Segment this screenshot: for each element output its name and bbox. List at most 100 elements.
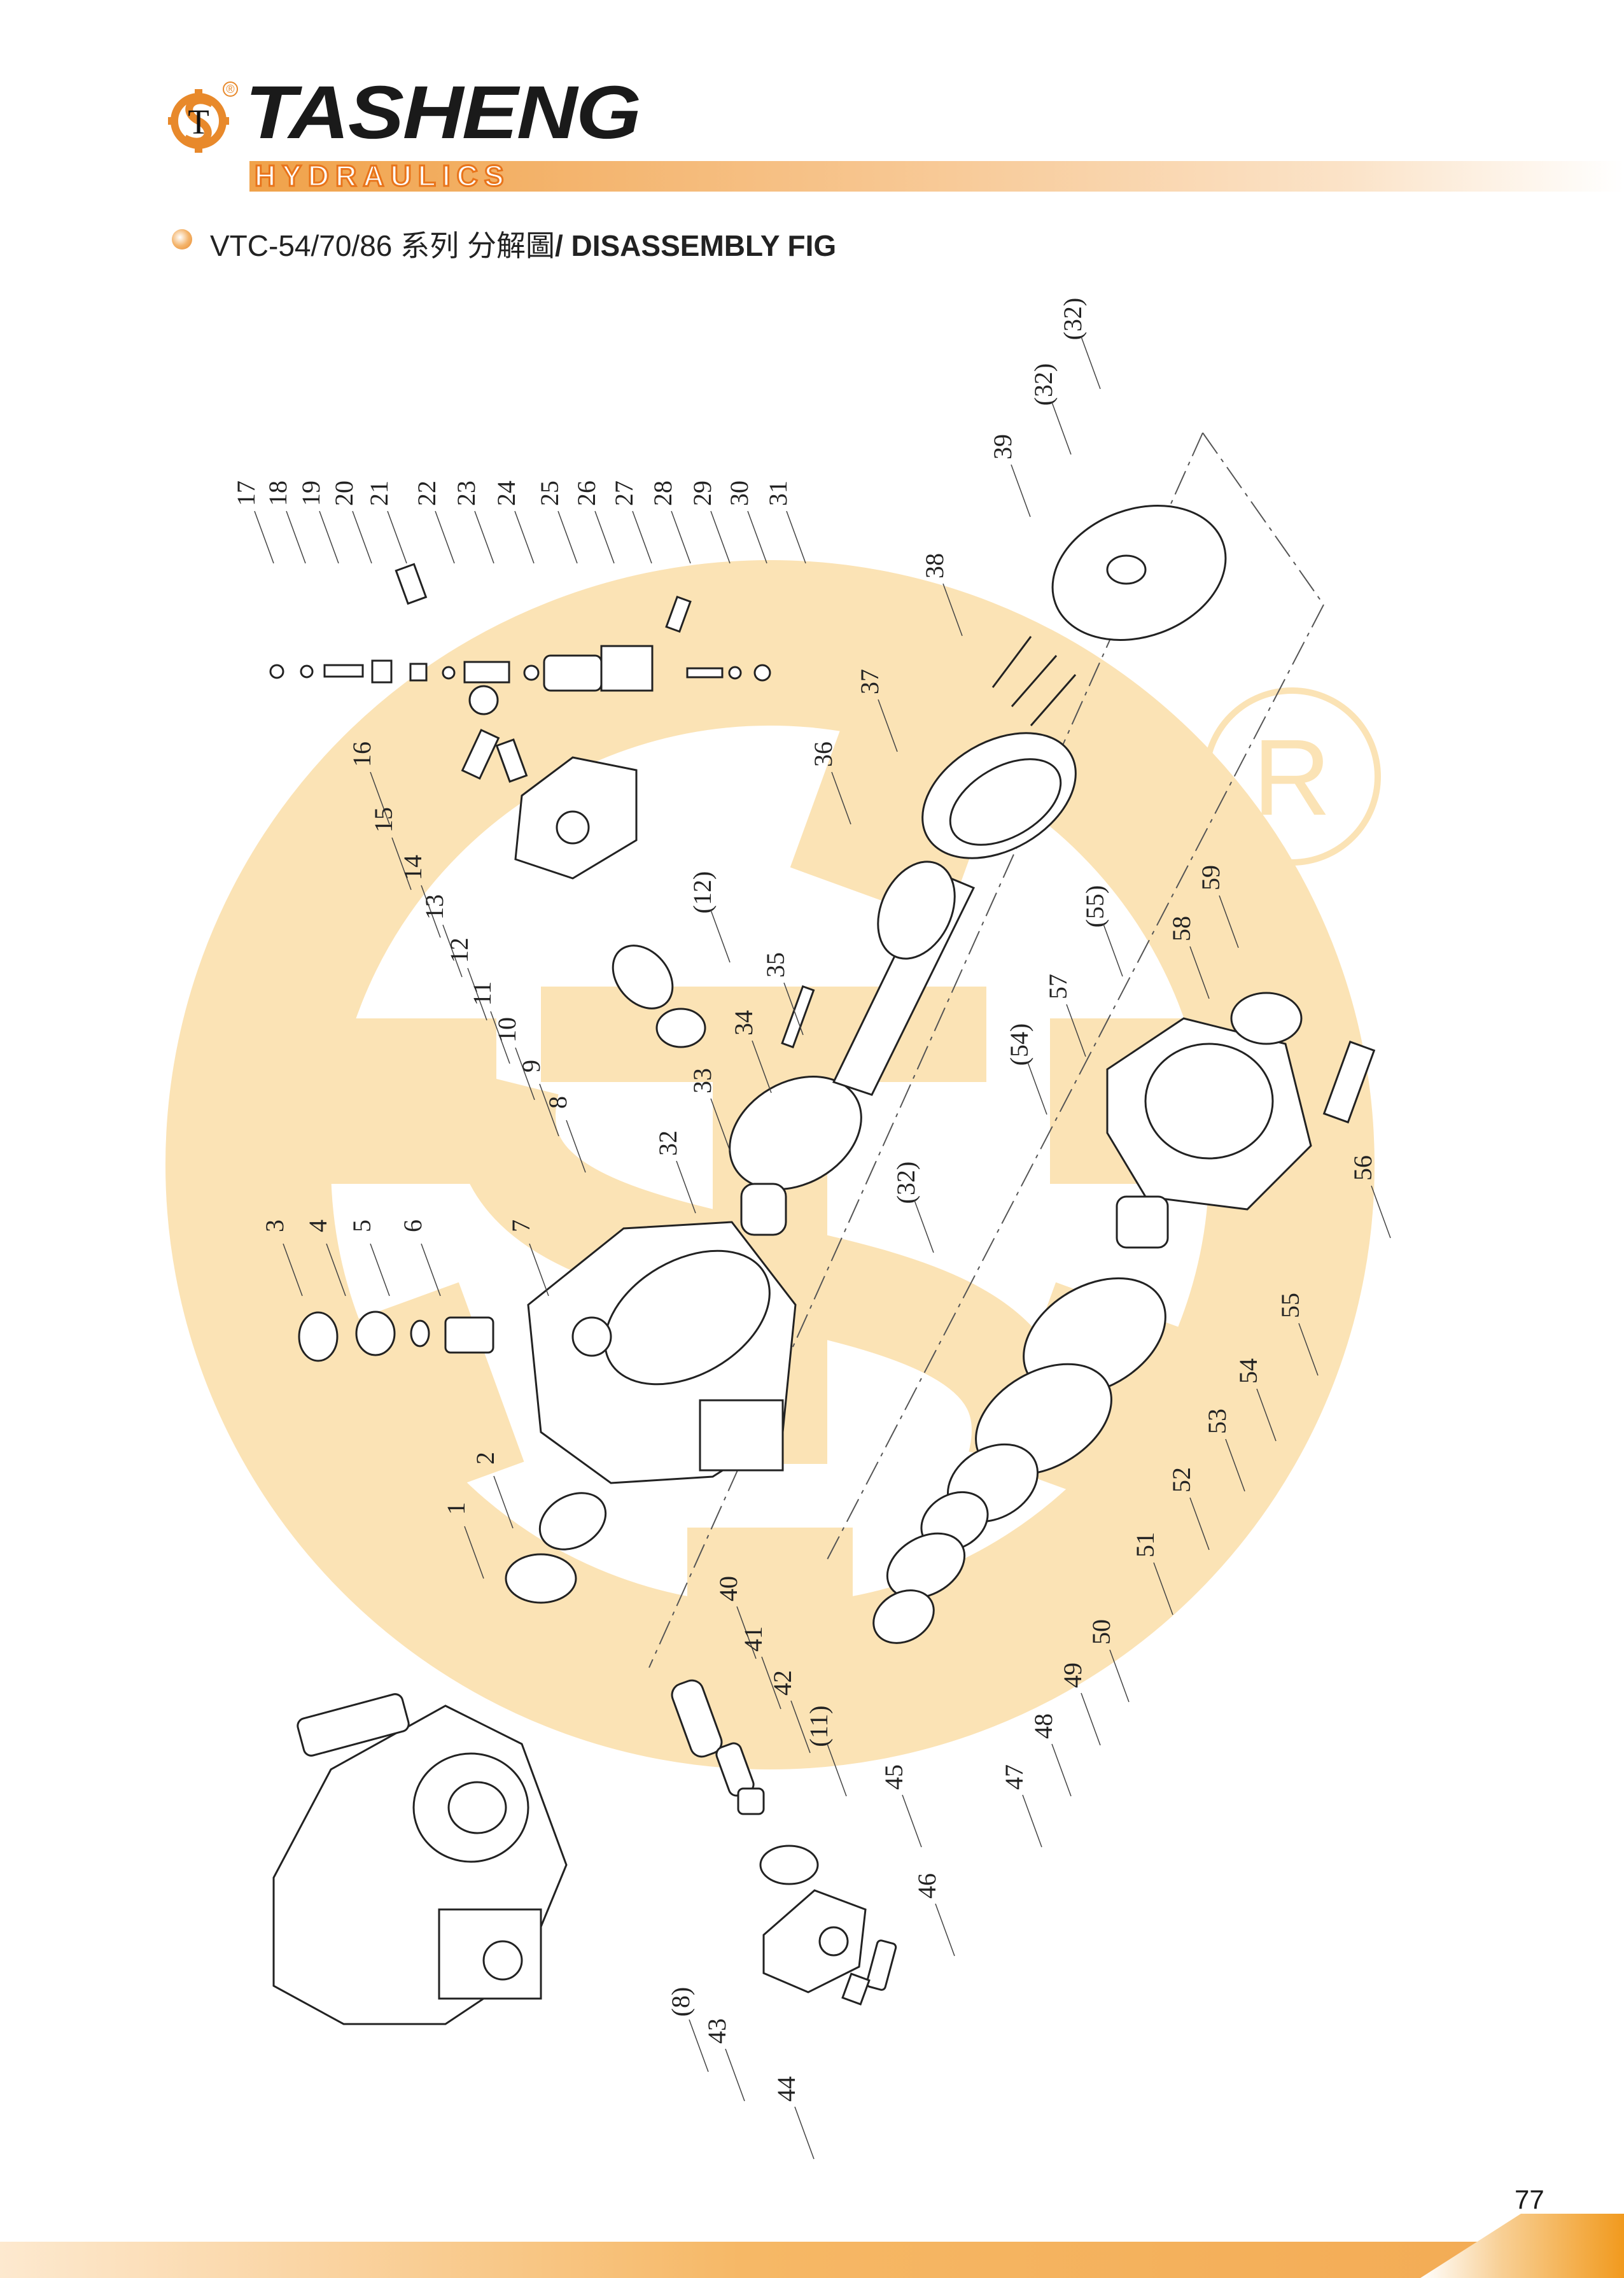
leader-line bbox=[935, 1903, 955, 1957]
callout-label: 8 bbox=[543, 1096, 572, 1109]
callout-label: 30 bbox=[725, 481, 753, 506]
callout-label: (12) bbox=[688, 871, 717, 914]
leader-line bbox=[710, 1098, 731, 1151]
callout-label: 34 bbox=[729, 1010, 758, 1036]
leader-line bbox=[783, 982, 804, 1036]
callout-label: 15 bbox=[369, 807, 398, 833]
leader-line bbox=[442, 924, 463, 978]
callout-label: 3 bbox=[260, 1220, 289, 1232]
callout-label: 49 bbox=[1058, 1663, 1087, 1688]
leader-line bbox=[725, 2048, 745, 2102]
leader-line bbox=[474, 510, 494, 564]
leader-line bbox=[464, 1526, 484, 1579]
leader-line bbox=[689, 2019, 709, 2072]
callout-label: (55) bbox=[1081, 885, 1109, 928]
leader-line bbox=[790, 1700, 811, 1754]
callout-label: 37 bbox=[855, 669, 884, 694]
leader-line bbox=[557, 510, 578, 564]
leader-line bbox=[827, 1743, 847, 1797]
leader-line bbox=[435, 510, 455, 564]
leader-line bbox=[710, 910, 731, 963]
leader-line bbox=[1225, 1438, 1245, 1492]
callout-label: 17 bbox=[232, 481, 260, 506]
footer-band bbox=[0, 2214, 1624, 2278]
callout-label: 41 bbox=[739, 1626, 767, 1652]
callout-label: 16 bbox=[347, 742, 376, 767]
registered-mark: ® bbox=[223, 81, 238, 97]
callout-label: (32) bbox=[1029, 363, 1058, 406]
leader-line bbox=[710, 510, 731, 564]
leader-line bbox=[515, 1047, 535, 1100]
callout-label: 42 bbox=[768, 1670, 797, 1696]
callout-label: 48 bbox=[1029, 1713, 1058, 1739]
end-block bbox=[762, 1889, 867, 1993]
title-model: VTC-54/70/86 系列 分解圖 bbox=[210, 229, 555, 262]
callout-label: 20 bbox=[330, 481, 358, 506]
leader-line bbox=[254, 510, 274, 564]
callout-label: (11) bbox=[804, 1705, 833, 1747]
leader-line bbox=[1081, 336, 1101, 390]
leader-line bbox=[1219, 895, 1239, 948]
callout-label: 40 bbox=[714, 1576, 743, 1601]
leader-line bbox=[352, 510, 372, 564]
callout-label: 39 bbox=[988, 434, 1017, 460]
callout-label: 52 bbox=[1167, 1467, 1196, 1493]
callout-label: 46 bbox=[913, 1873, 941, 1899]
callout-label: 36 bbox=[809, 742, 837, 767]
brand-name: TASHENG bbox=[245, 71, 641, 155]
leader-line bbox=[326, 1243, 346, 1297]
leader-line bbox=[370, 1243, 390, 1297]
callout-label: 54 bbox=[1234, 1358, 1263, 1384]
leader-line bbox=[914, 1200, 934, 1253]
page-number: 77 bbox=[1515, 2184, 1544, 2214]
leader-line bbox=[594, 510, 615, 564]
callout-label: 21 bbox=[365, 481, 393, 506]
leader-line bbox=[283, 1243, 303, 1297]
callout-label: 7 bbox=[507, 1220, 535, 1232]
callout-label: 14 bbox=[398, 855, 427, 880]
page-title: VTC-54/70/86 系列 分解圖/ DISASSEMBLY FIG bbox=[210, 223, 836, 265]
leader-line bbox=[467, 967, 487, 1021]
callout-label: 59 bbox=[1196, 865, 1225, 890]
callout-label: 9 bbox=[517, 1060, 545, 1072]
callout-label: 19 bbox=[297, 481, 325, 506]
callout-label: 27 bbox=[610, 481, 638, 506]
watermark-r: R bbox=[1253, 717, 1331, 838]
leader-line bbox=[1189, 1497, 1210, 1550]
callout-label: 22 bbox=[412, 481, 441, 506]
callout-label: 33 bbox=[688, 1068, 717, 1093]
leader-line bbox=[831, 771, 851, 825]
leader-line bbox=[761, 1656, 781, 1710]
leader-line bbox=[1371, 1185, 1391, 1239]
leader-line bbox=[1011, 464, 1031, 517]
leader-line bbox=[942, 583, 963, 636]
callout-label: 35 bbox=[761, 952, 790, 978]
leader-line bbox=[736, 1606, 757, 1659]
callout-label: 12 bbox=[445, 938, 473, 963]
brand-band bbox=[249, 161, 1624, 192]
leader-line bbox=[1189, 946, 1210, 999]
leader-line bbox=[902, 1794, 922, 1848]
leader-line bbox=[794, 2106, 815, 2160]
callout-label: 50 bbox=[1087, 1619, 1116, 1645]
callout-label: 32 bbox=[654, 1130, 682, 1156]
leader-line bbox=[752, 1040, 772, 1093]
parts bbox=[269, 505, 1376, 2025]
callout-label: 4 bbox=[304, 1220, 332, 1232]
brand-subtitle: HYDRAULICS bbox=[254, 158, 510, 193]
leader-line bbox=[1027, 1062, 1047, 1115]
callout-label: 45 bbox=[879, 1764, 908, 1790]
callout-label: (54) bbox=[1005, 1023, 1033, 1066]
callout-label: 44 bbox=[772, 2076, 801, 2102]
leader-line bbox=[370, 771, 390, 825]
assembled-pump bbox=[272, 1693, 568, 2025]
title-bullet-icon bbox=[172, 229, 192, 250]
logo-gear-icon: T bbox=[168, 89, 229, 153]
leader-line bbox=[676, 1160, 696, 1214]
callout-label: 18 bbox=[263, 481, 292, 506]
callout-label: 1 bbox=[442, 1502, 470, 1515]
callout-label: 28 bbox=[648, 481, 677, 506]
callout-label: 26 bbox=[572, 481, 601, 506]
